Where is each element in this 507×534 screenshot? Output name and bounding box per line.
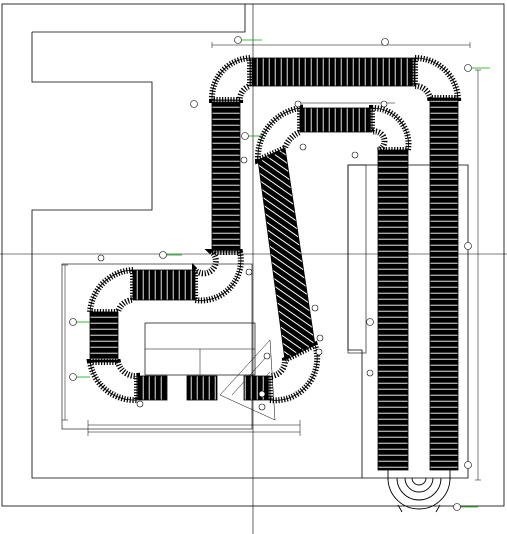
curve-inner-top-right xyxy=(369,104,412,153)
tag-marker xyxy=(380,100,388,108)
dimension-lines xyxy=(62,42,481,481)
u-turn-loop xyxy=(387,470,451,513)
annotation-leaders xyxy=(77,39,490,508)
drawing-frame xyxy=(0,3,507,534)
tag-marker xyxy=(464,461,472,469)
belt-right-inner xyxy=(377,149,409,471)
tag-marker xyxy=(234,36,242,44)
tag-marker xyxy=(381,38,389,46)
curve-top-left-outline xyxy=(211,57,251,101)
curve-left-bottom xyxy=(86,359,140,404)
curve-top-left xyxy=(208,54,253,103)
conveyor-curves xyxy=(86,54,462,404)
tag-marker xyxy=(159,251,167,259)
tag-marker xyxy=(351,151,359,159)
tag-marker xyxy=(366,369,374,377)
belt-bottom-block-1 xyxy=(136,375,168,401)
tag-marker xyxy=(299,143,307,151)
tag-marker xyxy=(69,373,77,381)
tag-marker xyxy=(241,132,249,140)
tag-marker xyxy=(69,318,77,326)
belt-top-upper xyxy=(249,57,416,87)
tag-marker xyxy=(464,242,472,250)
room-outline-left xyxy=(61,263,253,430)
belt-mid-horizontal xyxy=(132,269,196,301)
tag-marker xyxy=(258,403,266,411)
tag-marker xyxy=(366,318,374,326)
belt-top-lower xyxy=(299,107,373,133)
tag-marker xyxy=(97,254,105,262)
curve-bottom-right xyxy=(267,340,321,404)
belt-left-loop-vertical xyxy=(89,311,119,363)
belt-bottom-block-2 xyxy=(186,375,218,401)
tag-marker xyxy=(453,503,461,511)
tag-marker xyxy=(315,348,323,356)
curve-inner-top-left xyxy=(254,104,303,165)
equipment-tags xyxy=(69,36,472,511)
right-column-bay xyxy=(347,164,367,354)
tag-marker xyxy=(190,100,198,108)
tag-marker xyxy=(311,304,319,312)
tag-marker xyxy=(240,156,248,164)
curve-mid-right xyxy=(192,249,244,304)
belt-right-outer xyxy=(429,97,459,471)
tag-marker xyxy=(316,334,324,342)
tag-marker xyxy=(245,268,253,276)
tag-marker xyxy=(464,64,472,72)
tag-marker xyxy=(263,352,271,360)
conveyor-belts xyxy=(89,57,459,471)
tag-marker xyxy=(258,390,266,398)
tag-marker xyxy=(294,100,302,108)
tag-marker xyxy=(136,400,144,408)
belt-bottom-block-3 xyxy=(243,375,271,401)
belt-left-vertical xyxy=(211,99,241,253)
